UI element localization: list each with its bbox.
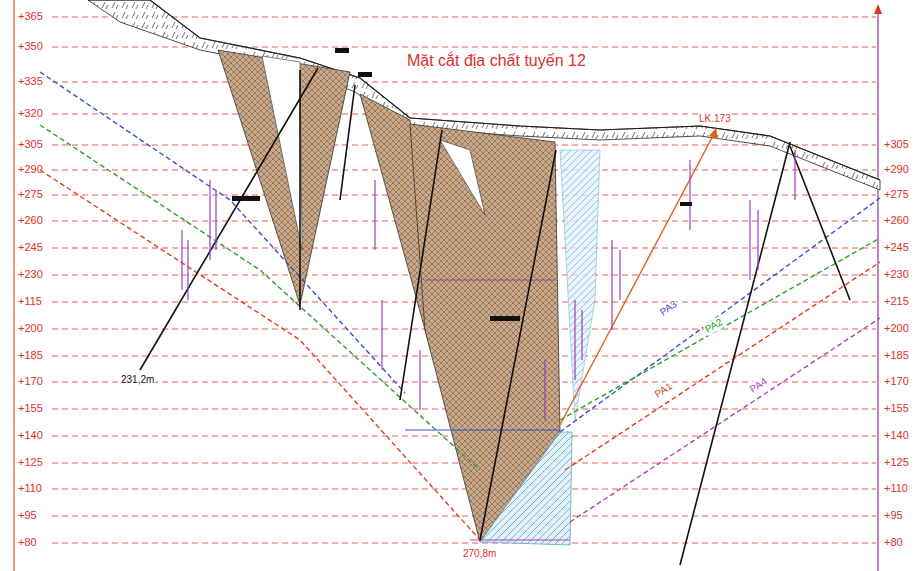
elevation-label: +275 xyxy=(18,188,43,201)
elevation-label: +365 xyxy=(18,10,43,23)
elevation-label: +200 xyxy=(884,322,909,335)
elevation-label: +110 xyxy=(884,482,908,495)
elevation-label: +140 xyxy=(18,429,43,442)
elevation-label: +275 xyxy=(884,188,909,201)
elevation-label: +200 xyxy=(18,322,43,335)
elevation-label: +290 xyxy=(18,163,43,176)
elevation-label: +95 xyxy=(884,509,903,522)
elevation-label: +245 xyxy=(18,241,43,254)
elevation-label: +125 xyxy=(884,456,909,469)
elevation-label: +170 xyxy=(18,375,43,388)
elevation-label: +95 xyxy=(18,509,37,522)
elevation-label: +110 xyxy=(18,482,42,495)
depth-label: 231,2m xyxy=(120,374,155,386)
elevation-label: +155 xyxy=(18,402,43,415)
elevation-label: +305 xyxy=(18,138,43,151)
elevation-label: +185 xyxy=(18,349,43,362)
elevation-label: +125 xyxy=(18,456,43,469)
elevation-label: +115 xyxy=(18,295,42,308)
elevation-label: +335 xyxy=(18,75,43,88)
elevation-label: +290 xyxy=(884,163,909,176)
elevation-label: +260 xyxy=(18,214,43,227)
elevation-label: +155 xyxy=(884,402,909,415)
borehole-label: LK.173 xyxy=(698,113,732,125)
pit-option-label: PA1 xyxy=(652,380,675,401)
elevation-label: +260 xyxy=(884,214,909,227)
elevation-label: +320 xyxy=(18,107,43,120)
pit-option-label: PA3 xyxy=(657,298,680,319)
depth-label: 270,8m xyxy=(462,548,497,560)
elevation-label: +185 xyxy=(884,349,909,362)
elevation-label: +80 xyxy=(18,536,37,549)
elevation-label: +80 xyxy=(884,536,903,549)
elevation-label: +230 xyxy=(884,268,909,281)
elevation-label: +350 xyxy=(18,40,43,53)
elevation-label: +230 xyxy=(18,268,43,281)
elevation-label: +215 xyxy=(884,295,909,308)
elevation-label: +305 xyxy=(884,138,909,151)
elevation-label: +140 xyxy=(884,429,909,442)
elevation-label: +245 xyxy=(884,241,909,254)
elevation-label: +170 xyxy=(884,375,909,388)
diagram-title: Mặt cắt địa chất tuyến 12 xyxy=(407,52,586,70)
